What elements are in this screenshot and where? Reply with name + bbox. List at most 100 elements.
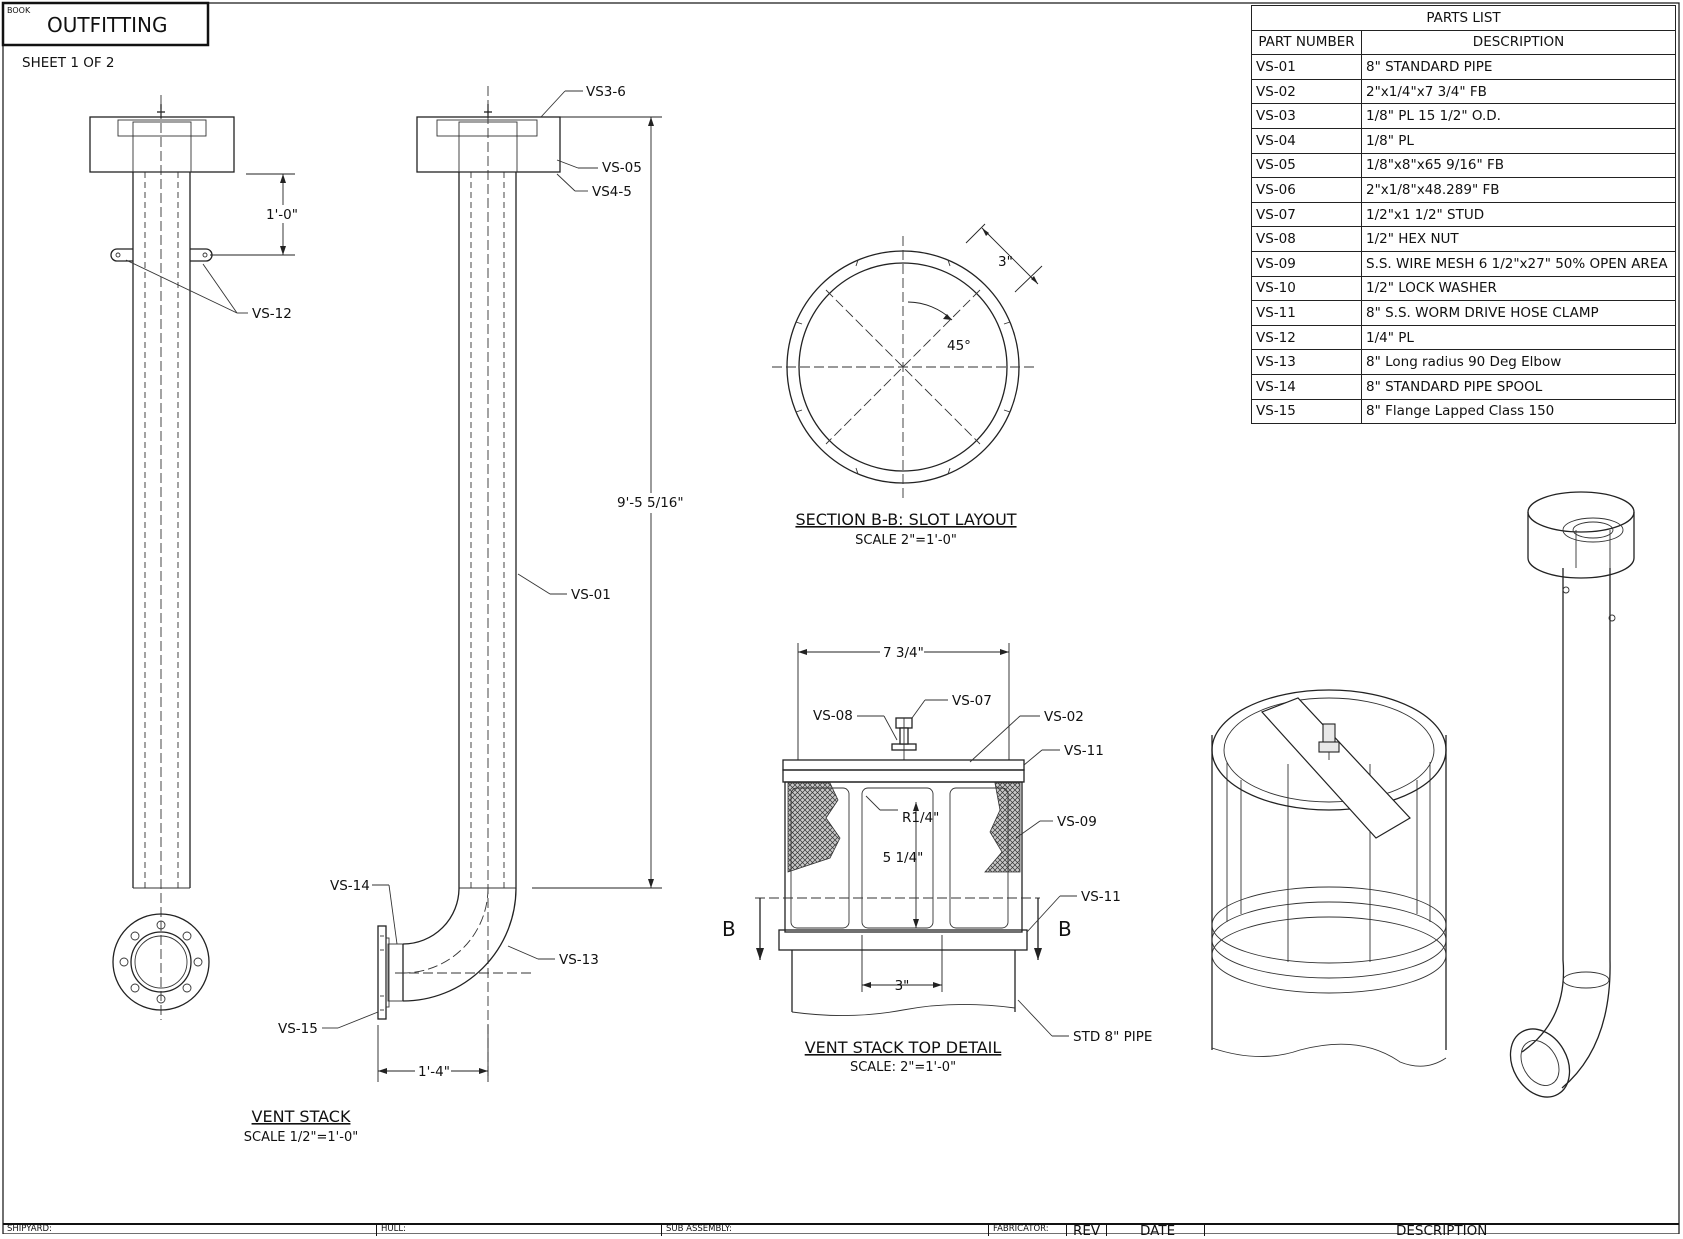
- isometric-vent-cap: [1211, 689, 1447, 1067]
- dim-lug-spacing: 1'-0": [266, 207, 298, 223]
- callout-vs11-top: VS-11: [1064, 743, 1104, 759]
- part-description: 1/2" LOCK WASHER: [1361, 275, 1676, 302]
- col-description: DESCRIPTION: [1361, 29, 1676, 56]
- part-description: 1/8" PL: [1361, 127, 1676, 154]
- part-description: 8" STANDARD PIPE: [1361, 54, 1676, 80]
- title-block-divider: [1106, 1225, 1107, 1236]
- title-block-shipyard: SHIPYARD:: [7, 1224, 52, 1234]
- slot-angle: 45°: [947, 338, 971, 354]
- title-block-divider: [1204, 1225, 1205, 1236]
- dim-detail-width: 7 3/4": [883, 645, 924, 661]
- callout-vs02: VS-02: [1044, 709, 1084, 725]
- parts-list-title-row: PARTS LIST: [1251, 5, 1676, 31]
- callout-vs11-bottom: VS-11: [1081, 889, 1121, 905]
- part-number: VS-07: [1251, 201, 1362, 228]
- part-description: 8" STANDARD PIPE SPOOL: [1361, 373, 1676, 400]
- callout-vs14: VS-14: [330, 878, 370, 894]
- dim-detail-height: 5 1/4": [883, 850, 924, 866]
- part-number: VS-04: [1251, 127, 1362, 154]
- title-block-date: DATE: [1140, 1223, 1176, 1239]
- part-description: 2"x1/8"x48.289" FB: [1361, 177, 1676, 203]
- part-description: 2"x1/4"x7 3/4" FB: [1361, 78, 1676, 105]
- top-detail-title: VENT STACK TOP DETAIL: [805, 1038, 1002, 1057]
- callout-vs3-6: VS3-6: [586, 84, 626, 100]
- part-description: 1/8"x8"x65 9/16" FB: [1361, 152, 1676, 179]
- slot-marks: [795, 259, 1011, 475]
- vent-stack-front-view: 9'-5 5/16" 1'-4" VS3-6 VS-05 VS4-5 VS-01…: [244, 84, 684, 1145]
- part-number: VS-11: [1251, 300, 1362, 326]
- part-number: VS-05: [1251, 152, 1362, 179]
- title-block-rev: REV: [1073, 1223, 1101, 1239]
- part-description: 8" S.S. WORM DRIVE HOSE CLAMP: [1361, 300, 1676, 326]
- vent-stack-scale: SCALE 1/2"=1'-0": [244, 1130, 358, 1145]
- title-block-fabricator: FABRICATOR:: [993, 1224, 1049, 1234]
- part-number: VS-14: [1251, 373, 1362, 400]
- top-detail-scale: SCALE: 2"=1'-0": [850, 1060, 956, 1075]
- title-block-hull: HULL:: [381, 1224, 406, 1234]
- dim-flange-offset: 1'-4": [418, 1064, 450, 1080]
- title-block-divider: [661, 1225, 662, 1236]
- part-description: 1/2" HEX NUT: [1361, 226, 1676, 252]
- callout-vs08: VS-08: [813, 708, 853, 724]
- radius-label: R1/4": [902, 810, 939, 826]
- sheet-title: OUTFITTING: [47, 13, 167, 37]
- callout-vs01: VS-01: [571, 587, 611, 603]
- part-number: VS-06: [1251, 177, 1362, 203]
- part-number: VS-12: [1251, 324, 1362, 351]
- parts-list-title: PARTS LIST: [1251, 5, 1676, 31]
- section-bb-view: 45° 3" SECTION B-B: SLOT LAYOUT SCALE 2"…: [772, 223, 1043, 548]
- part-description: 1/2"x1 1/2" STUD: [1361, 201, 1676, 228]
- parts-list-table: PARTS LIST PART NUMBER DESCRIPTION VS-01…: [1251, 5, 1676, 425]
- col-part-number: PART NUMBER: [1251, 29, 1362, 56]
- part-description: S.S. WIRE MESH 6 1/2"x27" 50% OPEN AREA: [1361, 250, 1676, 277]
- title-block-sub-assembly: SUB ASSEMBLY:: [666, 1224, 732, 1234]
- part-description: 1/8" PL 15 1/2" O.D.: [1361, 103, 1676, 129]
- callout-vs4-5: VS4-5: [592, 184, 632, 200]
- part-number: VS-01: [1251, 54, 1362, 80]
- part-number: VS-02: [1251, 78, 1362, 105]
- title-block-divider: [988, 1225, 989, 1236]
- callout-vs09: VS-09: [1057, 814, 1097, 830]
- title-block-divider: [1066, 1225, 1067, 1236]
- vent-stack-side-view: 1'-0" VS-12: [89, 95, 300, 1020]
- isometric-vent-stack: [1509, 491, 1635, 1098]
- callout-vs07: VS-07: [952, 693, 992, 709]
- part-description: 8" Flange Lapped Class 150: [1361, 398, 1676, 425]
- flange-bolt-holes: [119, 920, 203, 1004]
- dim-detail-slot: 3": [895, 978, 910, 994]
- title-block: SHIPYARD: HULL: SUB ASSEMBLY: FABRICATOR…: [3, 1223, 1679, 1239]
- part-number: VS-08: [1251, 226, 1362, 252]
- section-bb-scale: SCALE 2"=1'-0": [855, 533, 957, 548]
- section-bb-title: SECTION B-B: SLOT LAYOUT: [795, 510, 1016, 529]
- callout-vs05: VS-05: [602, 160, 642, 176]
- callout-vs13: VS-13: [559, 952, 599, 968]
- vent-stack-title: VENT STACK: [252, 1107, 351, 1126]
- part-number: VS-03: [1251, 103, 1362, 129]
- top-detail-view: 7 3/4" 5 1/4" R1/4" 3" B B: [722, 643, 1152, 1075]
- title-block-description: DESCRIPTION: [1396, 1223, 1488, 1239]
- callout-vs12: VS-12: [252, 306, 292, 322]
- parts-list-header-row: PART NUMBER DESCRIPTION: [1251, 29, 1676, 56]
- section-mark-left: B: [722, 917, 736, 941]
- sheet-number: SHEET 1 OF 2: [22, 55, 114, 71]
- dim-slot-width: 3": [998, 254, 1013, 270]
- dim-stack-height: 9'-5 5/16": [617, 495, 684, 511]
- part-number: VS-10: [1251, 275, 1362, 302]
- callout-vs15: VS-15: [278, 1021, 318, 1037]
